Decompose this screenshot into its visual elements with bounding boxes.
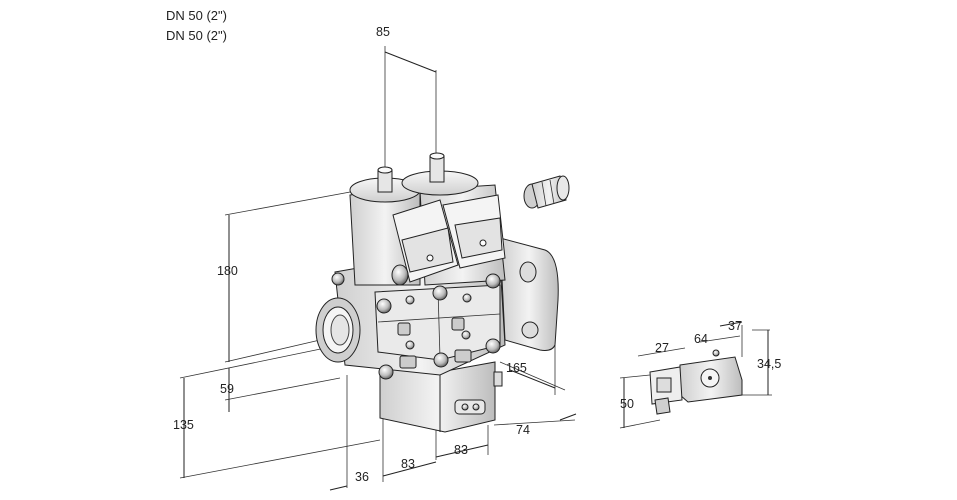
title-block: DN 50 (2") DN 50 (2") — [166, 6, 227, 46]
dim-85: 85 — [376, 25, 390, 39]
pressure-switch — [619, 321, 772, 429]
cable-gland — [523, 175, 570, 209]
title-line-1: DN 50 (2") — [166, 8, 227, 23]
dim-27: 27 — [655, 341, 669, 355]
dim-50: 50 — [620, 397, 634, 411]
dim-135: 135 — [173, 418, 194, 432]
dim-59: 59 — [220, 382, 234, 396]
dimension-lines — [179, 46, 577, 491]
dim-165: 165 — [506, 361, 527, 375]
dim-74: 74 — [516, 423, 530, 437]
dim-36: 36 — [355, 470, 369, 484]
title-line-2: DN 50 (2") — [166, 28, 227, 43]
dim-83-right: 83 — [454, 443, 468, 457]
dim-37: 37 — [728, 319, 742, 333]
dim-64: 64 — [694, 332, 708, 346]
dim-34-5: 34,5 — [757, 357, 781, 371]
dim-180: 180 — [217, 264, 238, 278]
valve-assembly — [315, 152, 559, 433]
dim-83-left: 83 — [401, 457, 415, 471]
dimension-labels: 85 180 59 135 36 83 83 165 74 27 64 37 3… — [173, 25, 781, 484]
